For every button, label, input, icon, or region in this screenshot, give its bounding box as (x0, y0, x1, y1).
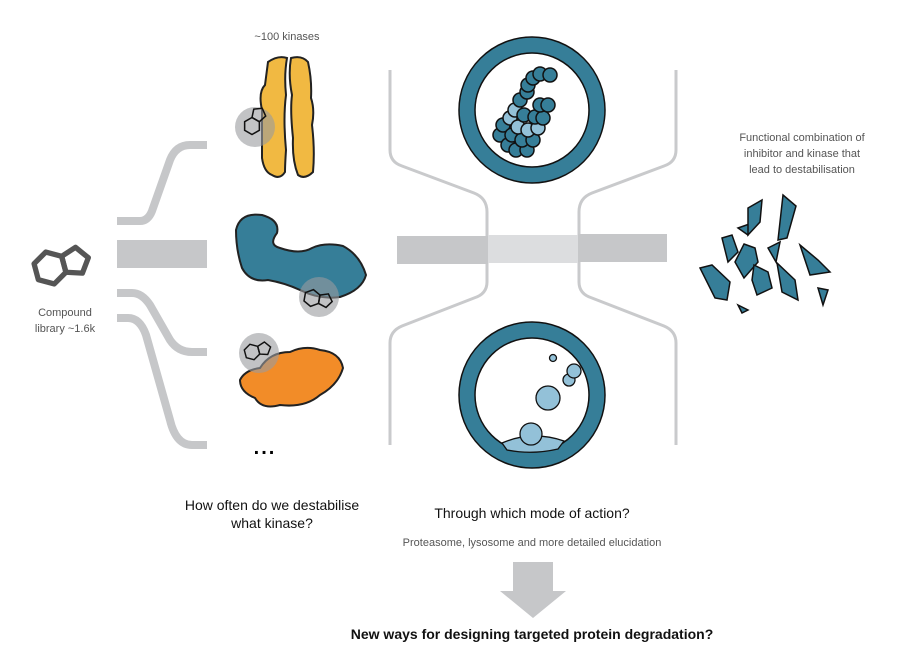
kinase-teal-icon (234, 213, 368, 299)
conclusion: New ways for designing targeted protein … (350, 626, 714, 642)
proteasome-icon (458, 36, 606, 184)
proteasome-subunit (542, 67, 558, 83)
kinase-dimer-icon (259, 56, 315, 178)
question-mode: Through which mode of action? (434, 505, 630, 521)
more-kinases-ellipsis: ... (253, 437, 277, 459)
branch-connectors (117, 141, 207, 449)
outcome-line3: lead to destabilisation (749, 164, 855, 176)
question-frequency-line2: what kinase? (231, 515, 313, 531)
outcome-label: Functional combination of inhibitor and … (702, 130, 902, 178)
question-frequency: How often do we destabilise what kinase? (162, 496, 382, 532)
compound-library-line1: Compound (38, 307, 92, 319)
flow-bar-left (397, 236, 488, 264)
outcome-line1: Functional combination of (739, 132, 865, 144)
down-arrow-icon (500, 562, 566, 618)
flow-bar-right (578, 234, 667, 262)
flow-bar-center (488, 235, 578, 263)
main-flow-bar (117, 240, 207, 268)
fragments-icon (698, 193, 832, 315)
compound-library-label: Compound library ~1.6k (15, 305, 115, 337)
kinases-label: ~100 kinases (254, 31, 320, 43)
proteasome-subunit (540, 97, 556, 113)
mode-detail: Proteasome, lysosome and more detailed e… (402, 537, 662, 549)
question-frequency-line1: How often do we destabilise (184, 497, 360, 513)
compound-icon (32, 242, 93, 288)
proteasome-subunit (535, 110, 551, 126)
lysosome-icon (458, 321, 606, 469)
compound-library-line2: library ~1.6k (34, 323, 96, 335)
outcome-line2: inhibitor and kinase that (743, 148, 861, 160)
